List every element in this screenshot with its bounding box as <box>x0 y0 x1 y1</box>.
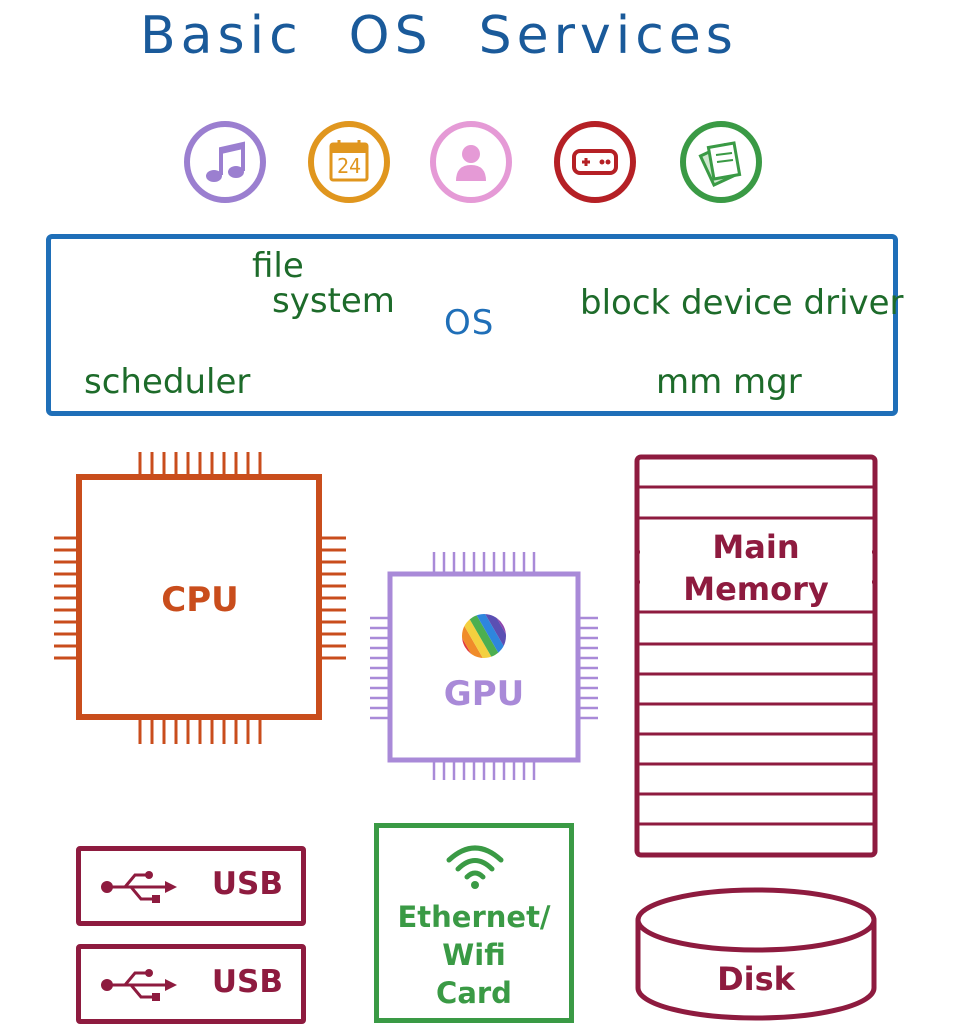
os-label: OS <box>444 303 495 343</box>
user-icon <box>456 145 486 181</box>
main-memory-label-line1: Main <box>712 528 800 566</box>
network-card-label: Ethernet/ Wifi Card <box>379 898 569 1012</box>
memory-manager-label: mm mgr <box>656 362 802 402</box>
disk-cylinder <box>635 887 877 1021</box>
contacts-app-icon <box>430 121 512 203</box>
disk-label: Disk <box>717 960 795 998</box>
main-memory-label: Main Memory <box>640 526 872 610</box>
files-app-icon <box>680 121 762 203</box>
network-card: Ethernet/ Wifi Card <box>374 823 574 1023</box>
music-app-icon <box>184 121 266 203</box>
main-memory-block <box>634 454 878 858</box>
gamepad-icon <box>572 149 618 175</box>
network-card-label-line1: Ethernet/ <box>397 900 551 934</box>
block-device-driver-label: block device driver <box>580 283 904 323</box>
gpu-chip <box>370 552 598 780</box>
usb-label: USB <box>211 866 283 902</box>
document-icon <box>698 141 742 187</box>
network-card-label-line3: Card <box>436 976 512 1010</box>
cpu-label: CPU <box>161 580 239 620</box>
wifi-icon <box>446 845 504 889</box>
network-card-label-line2: Wifi <box>442 938 506 972</box>
usb-label: USB <box>211 964 283 1000</box>
gpu-label: GPU <box>443 674 525 714</box>
diagram-title: Basic OS Services <box>140 6 784 66</box>
calendar-app-icon: 24 <box>308 121 390 203</box>
main-memory-label-line2: Memory <box>683 570 829 608</box>
usb-icon <box>101 969 177 1001</box>
title-word-os: OS <box>348 6 433 66</box>
os-layer-box <box>46 234 898 416</box>
calendar-icon: 24 <box>336 154 362 178</box>
file-system-label-line2: system <box>272 281 395 321</box>
cpu-chip <box>54 452 346 744</box>
usb-port-1: USB <box>76 846 306 926</box>
title-word-services: Services <box>478 6 738 66</box>
title-word-basic: Basic <box>140 6 303 66</box>
usb-port-2: USB <box>76 944 306 1024</box>
usb-icon <box>101 871 177 903</box>
game-app-icon <box>554 121 636 203</box>
music-note-icon <box>206 141 245 182</box>
file-system-label-line1: file <box>252 246 304 286</box>
scheduler-label: scheduler <box>84 362 251 402</box>
